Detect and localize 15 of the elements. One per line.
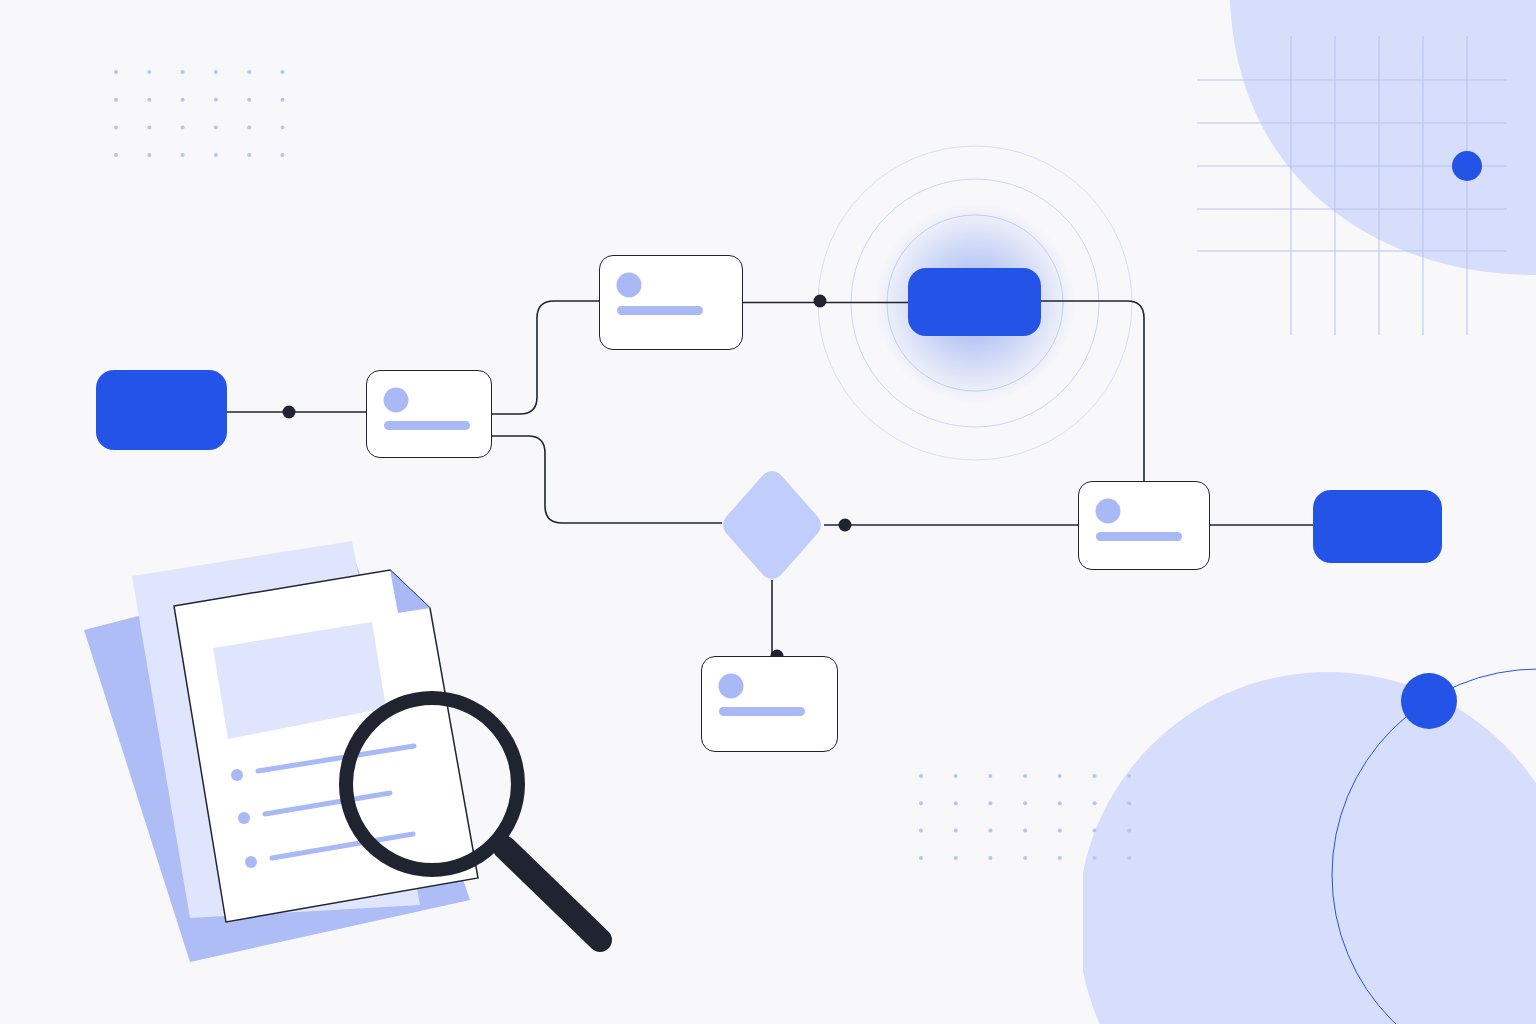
connector-line xyxy=(491,300,600,415)
process-box xyxy=(908,268,1041,336)
connector-line xyxy=(742,301,909,304)
card-box xyxy=(1078,481,1210,570)
decision-diamond xyxy=(720,470,824,580)
card-box xyxy=(599,255,743,350)
card-box xyxy=(701,656,838,752)
card-box xyxy=(366,370,492,458)
connector-line xyxy=(1040,300,1145,482)
connector-line xyxy=(226,411,367,413)
process-box xyxy=(96,370,227,450)
process-box xyxy=(1313,490,1442,563)
connector-line xyxy=(823,524,1079,526)
connector-line xyxy=(1209,524,1314,526)
connector-line xyxy=(491,435,723,524)
